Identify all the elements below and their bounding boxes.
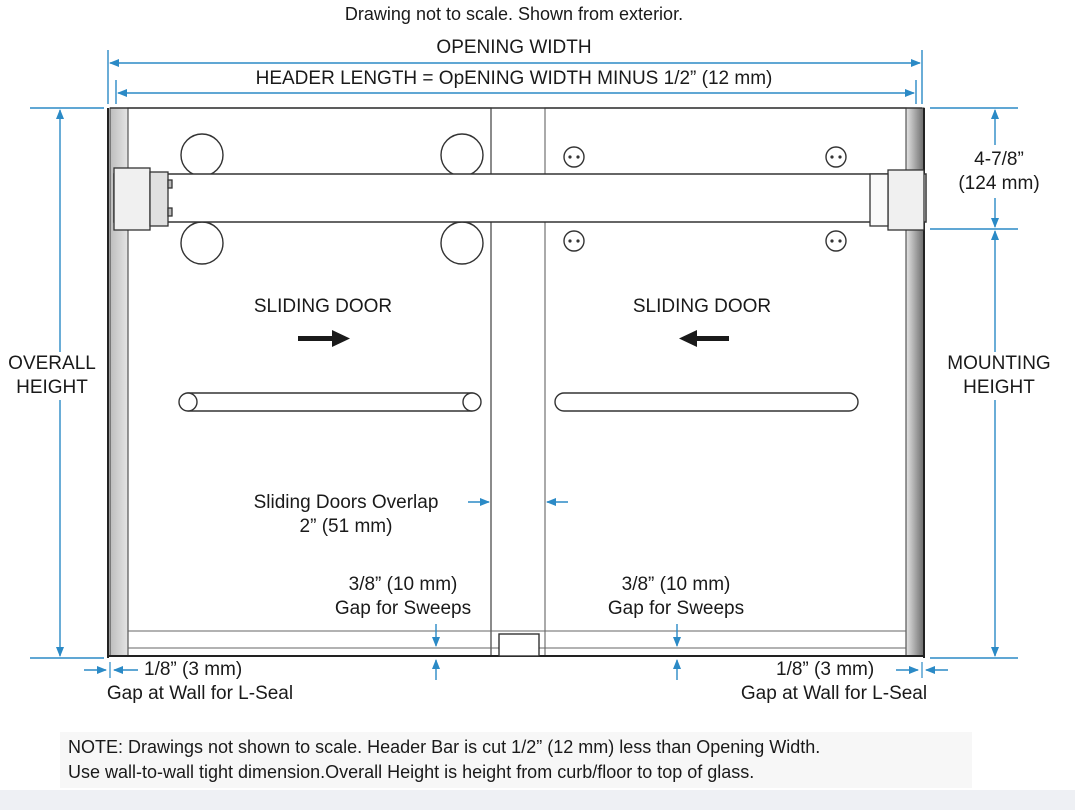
bottom-strip — [0, 790, 1075, 810]
sweep-gap-right-line2: Gap for Sweeps — [607, 598, 745, 619]
overall-height-label-line2: HEIGHT — [16, 376, 88, 400]
note-line-1: NOTE: Drawings not shown to scale. Heade… — [68, 737, 821, 757]
wall-gap-right-line2: Gap at Wall for L-Seal — [740, 683, 928, 704]
mounting-height-label-line2: HEIGHT — [963, 376, 1035, 400]
overlap-label-line2: 2” (51 mm) — [299, 516, 393, 537]
overlap-label-line1: Sliding Doors Overlap — [253, 492, 439, 513]
note-text: NOTE: Drawings not shown to scale. Heade… — [68, 735, 820, 785]
left-rollers — [180, 133, 484, 265]
right-header-bracket — [869, 169, 925, 231]
wall-gap-left-line2: Gap at Wall for L-Seal — [106, 683, 294, 704]
overall-height-label-line1: OVERALL — [8, 352, 96, 376]
right-rollers — [563, 146, 847, 252]
arrow-left-icon — [679, 330, 729, 347]
header-height-label-line1: 4-7/8” — [974, 149, 1024, 170]
wall-gap-left-line1: 1/8” (3 mm) — [144, 659, 243, 680]
left-door-handle — [178, 392, 482, 412]
right-door-handle — [554, 392, 859, 412]
note-line-2: Use wall-to-wall tight dimension.Overall… — [68, 762, 755, 782]
door-guide — [498, 633, 540, 657]
header-height-label-line2: (124 mm) — [958, 173, 1040, 194]
header-length-label: HEADER LENGTH = OpENING WIDTH MINUS 1/2”… — [249, 67, 779, 91]
opening-width-label: OPENING WIDTH — [430, 36, 598, 60]
note-background — [60, 732, 972, 788]
caption: Drawing not to scale. Shown from exterio… — [344, 4, 684, 24]
extension-lines — [30, 50, 1018, 659]
sweep-gap-left-line1: 3/8” (10 mm) — [348, 574, 458, 595]
left-sliding-door-label: SLIDING DOOR — [253, 296, 393, 317]
arrow-right-icon — [298, 330, 350, 347]
mounting-height-label-line1: MOUNTING — [947, 352, 1051, 376]
right-sliding-door-label: SLIDING DOOR — [632, 296, 772, 317]
wall-gap-right-line1: 1/8” (3 mm) — [776, 659, 875, 680]
left-header-bracket — [113, 167, 173, 231]
header-bar — [113, 173, 927, 223]
sweep-gap-right-line1: 3/8” (10 mm) — [621, 574, 731, 595]
sweep-gap-left-line2: Gap for Sweeps — [334, 598, 472, 619]
